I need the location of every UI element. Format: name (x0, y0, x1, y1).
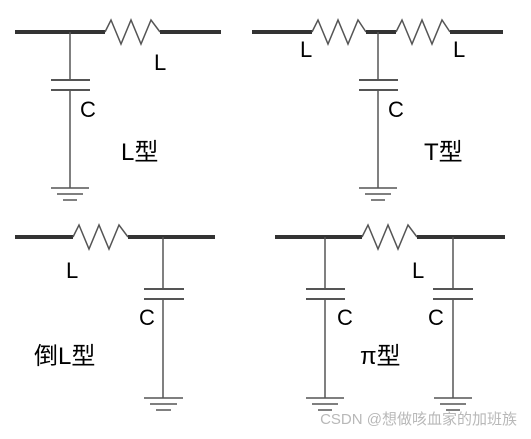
inductor (104, 18, 161, 46)
capacitor-branch (144, 237, 184, 398)
circuit-l-type: L C L型 (15, 18, 221, 201)
ground-icon (306, 397, 344, 411)
capacitor-branch-right (433, 237, 473, 398)
capacitor-branch (51, 32, 90, 188)
circuit-name: 倒L型 (34, 343, 95, 370)
capacitor-label: C (139, 305, 155, 330)
ground-icon (144, 397, 183, 411)
ground-icon (51, 187, 89, 201)
capacitor-branch-left (306, 237, 345, 398)
capacitor-branch (359, 32, 398, 188)
circuit-name: L型 (121, 139, 158, 166)
circuit-name: T型 (424, 139, 463, 166)
circuit-pi-type: L C C π型 (275, 223, 505, 411)
capacitor-label-left: C (337, 305, 353, 330)
inductor-label: L (154, 50, 166, 75)
inductor-label-right: L (453, 37, 465, 62)
capacitor-label: C (80, 97, 96, 122)
circuit-t-type: L L C T型 (252, 18, 503, 201)
inductor (72, 223, 129, 251)
inductor (395, 18, 451, 46)
circuit-name: π型 (360, 343, 401, 370)
ground-icon (434, 397, 472, 411)
watermark: CSDN @想做咳血家的加班族 (320, 411, 517, 428)
circuit-inverted-l-type: L C 倒L型 (15, 223, 215, 411)
inductor (311, 18, 367, 46)
capacitor-label-right: C (428, 305, 444, 330)
capacitor-label: C (388, 97, 404, 122)
inductor (361, 223, 418, 251)
ground-icon (359, 187, 397, 201)
inductor-label: L (66, 258, 78, 283)
inductor-label-left: L (300, 37, 312, 62)
inductor-label: L (412, 258, 424, 283)
